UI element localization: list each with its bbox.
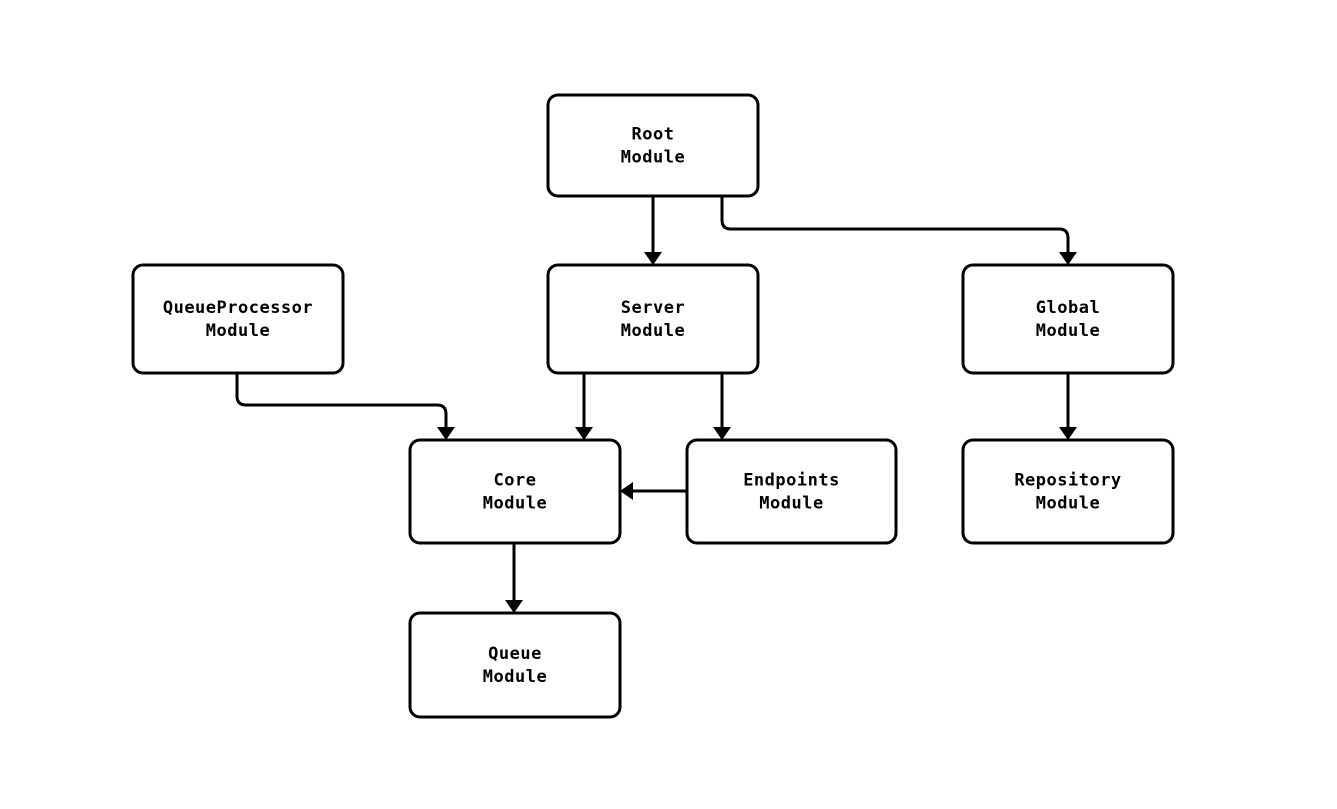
edge-line [720, 196, 1070, 255]
edge-layer [235, 196, 1077, 613]
node-label-secondary: Module [483, 494, 547, 514]
node-label-primary: Repository [1014, 471, 1121, 491]
node-box[interactable] [546, 263, 760, 375]
node-box[interactable] [685, 438, 898, 545]
node-label-secondary: Module [206, 321, 270, 341]
node-layer: RootModuleQueueProcessorModuleServerModu… [131, 93, 1175, 719]
arrowhead-icon [620, 482, 633, 500]
edge-server-to-endpoints [713, 373, 731, 440]
node-box[interactable] [131, 263, 345, 375]
node-box[interactable] [961, 438, 1175, 545]
edge-line [235, 373, 448, 430]
arrowhead-icon [644, 252, 662, 265]
node-label-secondary: Module [621, 321, 685, 341]
node-label-primary: Root [632, 125, 675, 145]
arrowhead-icon [1059, 252, 1077, 265]
edge-endpoints-to-core [620, 482, 687, 500]
arrowhead-icon [1059, 427, 1077, 440]
node-label-secondary: Module [759, 494, 823, 514]
node-box[interactable] [546, 93, 760, 198]
node-label-primary: Global [1036, 298, 1100, 318]
arrowhead-icon [713, 427, 731, 440]
node-label-primary: QueueProcessor [163, 298, 313, 318]
edge-root-to-global [720, 196, 1077, 265]
arrowhead-icon [505, 600, 523, 613]
node-box[interactable] [961, 263, 1175, 375]
node-label-secondary: Module [621, 148, 685, 168]
node-label-primary: Queue [488, 644, 542, 664]
arrowhead-icon [437, 427, 455, 440]
node-label-primary: Server [621, 298, 685, 318]
node-label-secondary: Module [1036, 494, 1100, 514]
edge-server-to-core [575, 373, 593, 440]
edge-root-to-server [644, 196, 662, 265]
edge-queueprocessor-to-core [235, 373, 455, 440]
node-box[interactable] [408, 438, 622, 545]
node-label-primary: Core [494, 471, 537, 491]
node-label-secondary: Module [483, 667, 547, 687]
edge-core-to-queue [505, 543, 523, 613]
arrowhead-icon [575, 427, 593, 440]
node-label-secondary: Module [1036, 321, 1100, 341]
node-label-primary: Endpoints [743, 471, 840, 491]
edge-global-to-repository [1059, 373, 1077, 440]
node-box[interactable] [408, 611, 622, 719]
